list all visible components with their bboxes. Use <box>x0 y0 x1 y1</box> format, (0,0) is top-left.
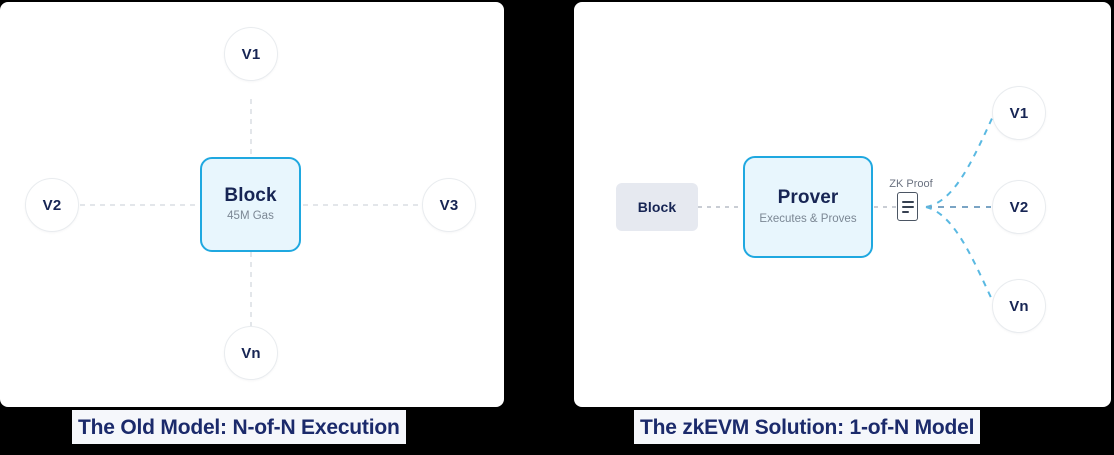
document-icon <box>897 192 918 221</box>
caption-old-model: The Old Model: N-of-N Execution <box>72 410 406 444</box>
validator-label: V1 <box>1009 104 1029 122</box>
block-title: Block <box>224 185 277 207</box>
validator-node-v3[interactable]: V3 <box>422 178 476 232</box>
validator-node-vn[interactable]: Vn <box>224 326 278 380</box>
validator-node-v2[interactable]: V2 <box>25 178 79 232</box>
zk-proof-artifact[interactable]: ZK Proof <box>889 179 933 221</box>
validator-node-v2[interactable]: V2 <box>992 180 1046 234</box>
validator-label: V3 <box>439 196 459 214</box>
block-gas-subtitle: 45M Gas <box>227 210 274 223</box>
old-model-diagram: V1 V2 V3 Vn Block 45M Gas <box>0 2 504 407</box>
document-line <box>901 205 914 208</box>
validator-node-v1[interactable]: V1 <box>224 27 278 81</box>
document-line <box>901 200 914 203</box>
prover-node[interactable]: Prover Executes & Proves <box>743 156 873 258</box>
prover-title: Prover <box>777 187 839 209</box>
caption-text: The Old Model: N-of-N Execution <box>78 415 400 439</box>
document-line <box>902 210 909 213</box>
validator-label: V2 <box>1009 198 1029 216</box>
zkevm-diagram: Block Prover Executes & Proves ZK Proof … <box>574 2 1111 407</box>
validator-node-vn[interactable]: Vn <box>992 279 1046 333</box>
panel-zkevm-solution: Block Prover Executes & Proves ZK Proof … <box>574 2 1111 407</box>
validator-label: Vn <box>1009 297 1029 315</box>
panel-old-model: V1 V2 V3 Vn Block 45M Gas <box>0 2 504 407</box>
zk-proof-label: ZK Proof <box>889 178 933 190</box>
validator-label: Vn <box>241 344 261 362</box>
block-node[interactable]: Block 45M Gas <box>200 157 301 252</box>
prover-subtitle: Executes & Proves <box>759 213 857 226</box>
validator-label: V1 <box>241 45 261 63</box>
caption-zkevm-solution: The zkEVM Solution: 1-of-N Model <box>634 410 981 444</box>
validator-node-v1[interactable]: V1 <box>992 86 1046 140</box>
caption-text: The zkEVM Solution: 1-of-N Model <box>640 415 975 439</box>
validator-label: V2 <box>42 196 62 214</box>
source-block-label: Block <box>637 199 677 215</box>
source-block-node[interactable]: Block <box>616 183 698 231</box>
